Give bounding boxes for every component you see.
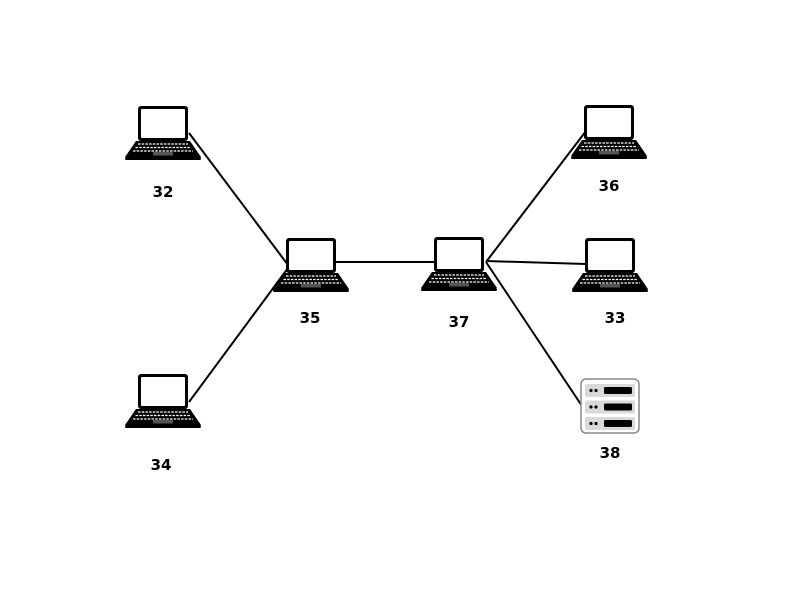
edge-37-38 bbox=[485, 261, 583, 407]
laptop-lip bbox=[571, 156, 647, 159]
laptop-touchpad bbox=[600, 284, 620, 288]
laptop-lip bbox=[572, 289, 648, 292]
laptop-lip bbox=[125, 425, 201, 428]
edge-32-35 bbox=[188, 132, 289, 266]
server-drive bbox=[604, 387, 632, 394]
node-37: 37 bbox=[421, 237, 497, 331]
node-label: 36 bbox=[599, 177, 620, 195]
edge-37-33 bbox=[485, 260, 587, 265]
laptop-touchpad bbox=[153, 152, 173, 156]
laptop-touchpad bbox=[449, 283, 469, 287]
server-icon bbox=[580, 378, 640, 434]
server-led bbox=[589, 421, 593, 426]
laptop-screen bbox=[289, 241, 333, 270]
laptop-base bbox=[572, 273, 648, 289]
laptop-base bbox=[125, 141, 201, 157]
laptop-lip bbox=[273, 289, 349, 292]
nodes-layer: 32 34 35 37 36 33 38 bbox=[125, 105, 648, 474]
edge-37-36 bbox=[485, 130, 587, 263]
node-34: 34 bbox=[125, 374, 201, 474]
laptop-base bbox=[421, 272, 497, 288]
server-led bbox=[594, 421, 598, 426]
laptop-touchpad bbox=[153, 420, 173, 424]
node-label: 35 bbox=[300, 309, 321, 327]
server-led bbox=[594, 405, 598, 409]
laptop-icon bbox=[421, 237, 497, 291]
laptop-base bbox=[125, 409, 201, 425]
node-38: 38 bbox=[580, 378, 640, 462]
server-drive bbox=[604, 420, 632, 427]
node-32: 32 bbox=[125, 106, 201, 201]
server-led bbox=[589, 405, 593, 409]
laptop-screen bbox=[141, 109, 185, 138]
node-label: 34 bbox=[151, 456, 172, 474]
node-35: 35 bbox=[273, 238, 349, 327]
laptop-touchpad bbox=[301, 284, 321, 288]
laptop-icon bbox=[125, 106, 201, 160]
node-label: 38 bbox=[600, 444, 621, 462]
edges-layer bbox=[188, 130, 587, 407]
laptop-icon bbox=[572, 238, 648, 292]
node-label: 33 bbox=[605, 309, 626, 327]
laptop-lip bbox=[125, 157, 201, 160]
laptop-lip bbox=[421, 288, 497, 291]
laptop-base bbox=[571, 140, 647, 156]
edge-34-35 bbox=[188, 267, 289, 403]
node-33: 33 bbox=[572, 238, 648, 327]
laptop-screen bbox=[141, 377, 185, 406]
laptop-screen bbox=[437, 240, 481, 269]
server-led bbox=[589, 388, 593, 393]
laptop-icon bbox=[571, 105, 647, 159]
server-led bbox=[594, 388, 598, 393]
node-label: 37 bbox=[449, 313, 470, 331]
laptop-screen bbox=[588, 241, 632, 270]
laptop-touchpad bbox=[599, 151, 619, 155]
node-36: 36 bbox=[571, 105, 647, 195]
laptop-base bbox=[273, 273, 349, 289]
server-drive bbox=[604, 403, 632, 411]
laptop-icon bbox=[125, 374, 201, 428]
laptop-icon bbox=[273, 238, 349, 292]
laptop-screen bbox=[587, 108, 631, 137]
node-label: 32 bbox=[153, 183, 174, 201]
